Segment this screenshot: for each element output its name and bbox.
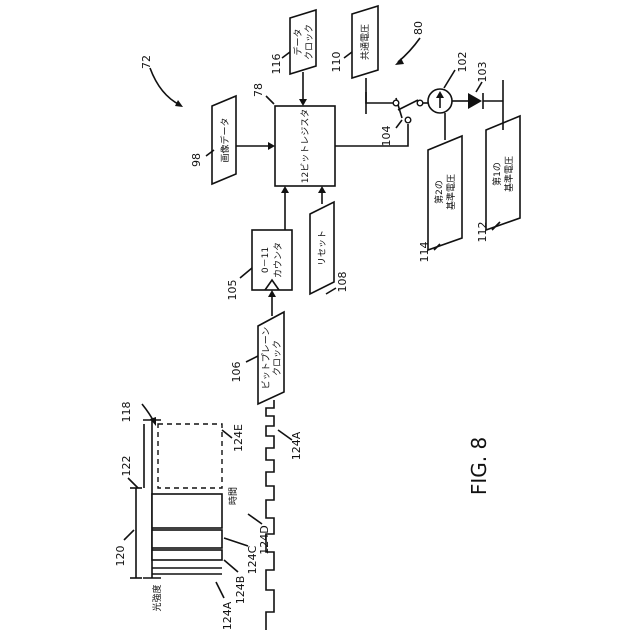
counter-label-line1: 0－11 [261, 247, 271, 273]
ref-124a-waveform: 124A [290, 431, 303, 460]
pulse-124b [152, 550, 222, 560]
ref-98: 98 [190, 153, 203, 167]
clock-waveform [266, 400, 274, 630]
ref-124b: 124B [234, 576, 247, 605]
image-data-label: 画像データ [219, 117, 231, 162]
switch-blade [398, 100, 418, 110]
ref-124e: 124E [232, 424, 245, 452]
ref-120: 120 [114, 546, 127, 567]
pulse-124d [152, 494, 222, 528]
ref-108: 108 [336, 272, 349, 293]
ref-116: 116 [270, 54, 283, 75]
ref-122: 122 [120, 456, 133, 477]
time-axis-label: 時間 [228, 487, 239, 505]
counter-label-line2: カウンタ [273, 242, 284, 278]
ref-118: 118 [120, 402, 133, 423]
diode-symbol [468, 93, 482, 109]
register-label: 12ビットレジスタ [300, 109, 311, 183]
ref-114: 114 [418, 242, 431, 263]
ref-78: 78 [252, 83, 265, 97]
ref-80: 80 [412, 21, 425, 35]
first-ref-label-line2: 基準電圧 [503, 156, 515, 192]
ref-104: 104 [380, 126, 393, 147]
ref-103: 103 [476, 62, 489, 83]
ref-124d: 124D [258, 525, 271, 554]
bitplane-clock-label-line1: ビットプレーン [261, 327, 272, 390]
ref-112: 112 [476, 222, 489, 243]
data-clock-label-line1: データ [292, 28, 304, 55]
ref-124a: 124A [221, 601, 234, 630]
ref-102: 102 [456, 52, 469, 73]
common-voltage-label: 共通電圧 [360, 24, 371, 60]
figure-label: FIG. 8 [467, 437, 491, 495]
reset-label: リセット [317, 230, 328, 266]
ref-106: 106 [230, 362, 243, 383]
brightness-axis-label: 光強度 [151, 584, 163, 611]
pulse-124c [152, 530, 222, 548]
second-ref-label-line1: 第2の [433, 180, 445, 204]
ref-72: 72 [140, 55, 153, 69]
data-clock-label-line2: クロック [304, 24, 315, 60]
second-ref-label-line2: 基準電圧 [445, 174, 457, 210]
pulse-124e-dashed [158, 424, 222, 488]
ref-110: 110 [330, 52, 343, 73]
bitplane-clock-label-line2: クロック [272, 340, 283, 376]
first-ref-label-line1: 第1の [491, 162, 503, 186]
ref-105: 105 [226, 280, 239, 301]
